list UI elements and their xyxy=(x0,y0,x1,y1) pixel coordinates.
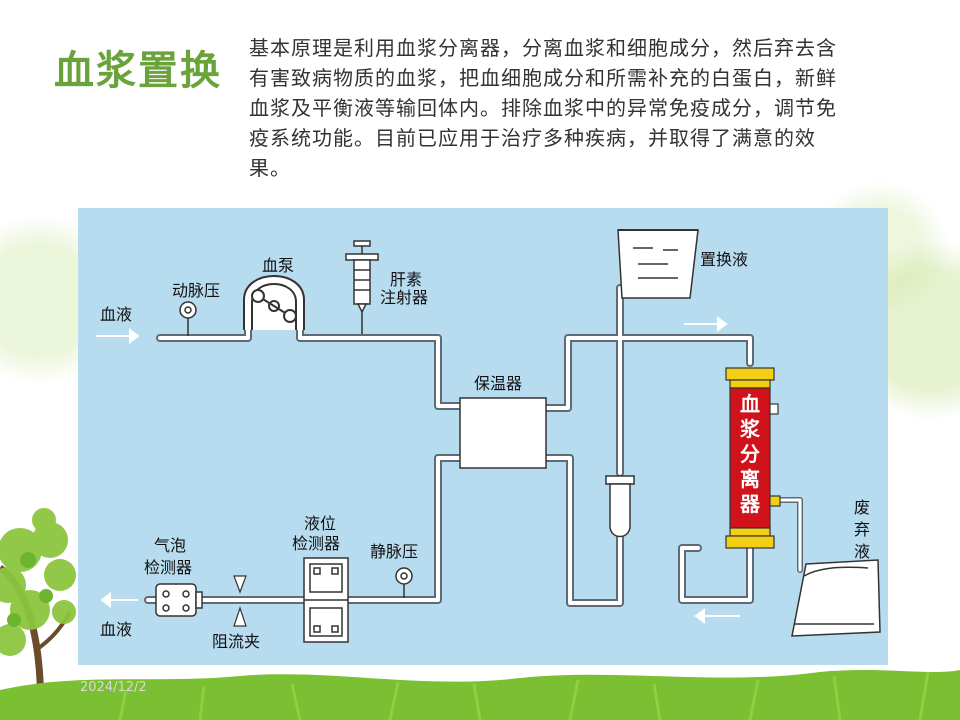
label-venous-pressure: 静脉压 xyxy=(370,542,419,561)
separator-text: 血浆分离器 xyxy=(740,392,760,516)
label-bubble-detector-1: 气泡 xyxy=(154,536,187,555)
circuit-drawing xyxy=(96,229,881,643)
label-heparin-1: 肝素 xyxy=(390,270,423,289)
label-level-detector-1: 液位 xyxy=(304,514,337,533)
label-warmer: 保温器 xyxy=(474,374,523,393)
label-blood-out: 血液 xyxy=(100,620,133,639)
label-heparin-2: 注射器 xyxy=(380,288,429,307)
label-waste-1: 废 xyxy=(854,498,871,517)
plasma-exchange-diagram: 血液 动脉压 血泵 肝素 注射器 置换液 保温器 血浆分离器 废 弃 液 气泡 … xyxy=(78,208,888,665)
label-clamp: 阻流夹 xyxy=(212,632,261,651)
label-waste-3: 液 xyxy=(854,542,871,561)
slide-title: 血浆置换 xyxy=(54,48,222,94)
label-replacement-fluid: 置换液 xyxy=(700,250,749,269)
slide-body-text: 基本原理是利用血浆分离器，分离血浆和细胞成分，然后弃去含有害致病物质的血浆，把血… xyxy=(249,36,837,180)
label-bubble-detector-2: 检测器 xyxy=(144,558,193,577)
label-waste-2: 弃 xyxy=(854,520,871,539)
slide-date: 2024/12/2 xyxy=(80,680,147,695)
label-blood-in: 血液 xyxy=(100,305,133,324)
label-arterial-pressure: 动脉压 xyxy=(172,281,221,300)
label-blood-pump: 血泵 xyxy=(262,256,295,275)
label-level-detector-2: 检测器 xyxy=(292,534,341,553)
label-plasma-separator: 血浆分离器 xyxy=(733,392,767,517)
